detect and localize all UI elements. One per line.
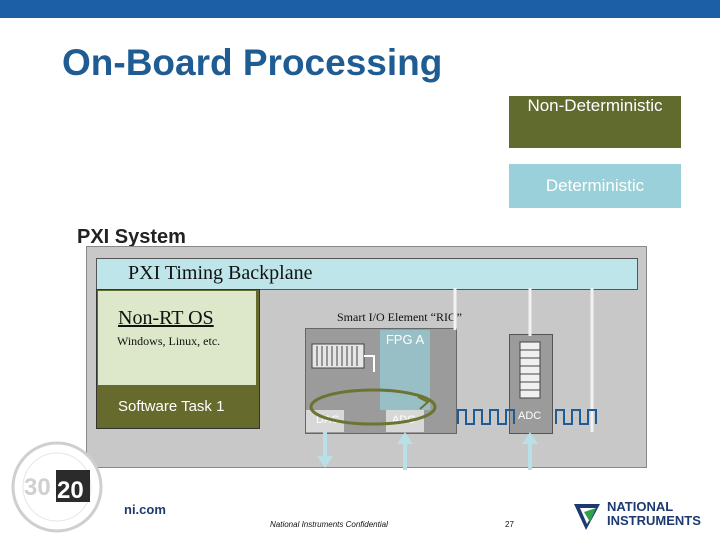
footer-site-link[interactable]: ni.com — [124, 502, 166, 517]
control-loop-ring — [309, 388, 437, 426]
badge-number-30: 30 — [24, 474, 51, 501]
top-banner — [0, 0, 720, 18]
adc-module-input-arrowhead — [522, 432, 538, 444]
digital-signal-wave-right — [555, 409, 597, 425]
dac-output-arrowhead — [317, 456, 333, 468]
legend-deterministic: Deterministic — [509, 164, 681, 208]
page-number: 27 — [505, 520, 514, 529]
non-rt-os-panel — [98, 291, 256, 385]
rio-label: Smart I/O Element “RIO” — [337, 310, 462, 324]
fifo-buffer-lines — [316, 346, 358, 366]
pxi-system-label: PXI System — [77, 226, 186, 248]
timing-backplane — [96, 258, 638, 290]
legend-non-deterministic: Non-Deterministic — [509, 96, 681, 148]
confidential-notice: National Instruments Confidential — [270, 520, 388, 529]
adc-module-stack-icon — [519, 341, 541, 399]
non-rt-os-subtitle: Windows, Linux, etc. — [117, 334, 221, 348]
slide-title: On-Board Processing — [62, 42, 443, 83]
badge-number-20: 20 — [57, 477, 84, 504]
software-task-label: Software Task 1 — [118, 398, 225, 415]
fifo-buffer-icon — [311, 343, 365, 369]
control-loop-arrowhead — [417, 396, 430, 410]
adc-module-stack-lines — [520, 349, 540, 391]
legend-non-deterministic-label: Non-Deterministic — [527, 96, 663, 115]
dac-block — [306, 410, 344, 432]
non-rt-os-title: Non-RT OS — [118, 307, 214, 329]
adc-input-arrowhead — [397, 432, 413, 444]
buffer-to-fpga-arrow — [364, 355, 375, 372]
timing-backplane-label: PXI Timing Backplane — [128, 262, 313, 284]
fpga-label: FPG A — [385, 332, 425, 347]
adc-module-label: ADC — [518, 410, 542, 422]
digital-signal-wave-left — [457, 409, 515, 425]
